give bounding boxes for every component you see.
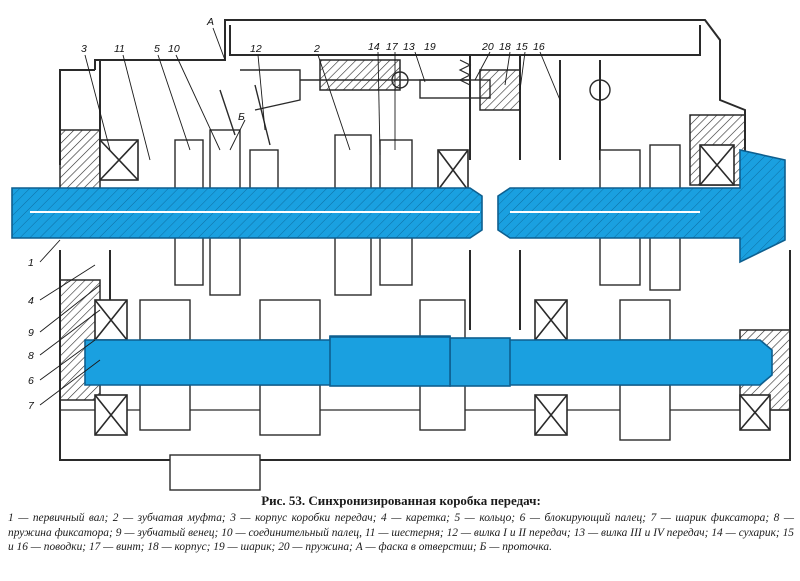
label-A: А: [206, 16, 214, 28]
legend-item: 8 — пружина фиксатора;: [8, 512, 795, 539]
countershaft-gears: [139, 299, 671, 491]
label-1: 1: [28, 257, 34, 269]
label-2: 2: [313, 43, 320, 55]
legend-item: 18 — корпус;: [147, 541, 211, 554]
legend-item: 4 — каретка;: [381, 512, 450, 524]
label-4: 4: [28, 295, 34, 307]
label-B: Б: [238, 111, 245, 123]
shift-mechanism: [219, 59, 611, 146]
legend-item: 12 — вилка I и II передач;: [446, 526, 571, 539]
label-8: 8: [28, 350, 34, 362]
legend-item: 13 — вилка III и IV передач;: [573, 526, 709, 539]
label-16: 16: [533, 41, 545, 53]
leader-lines: [39, 27, 561, 406]
primary-shaft: [11, 187, 483, 239]
figure-legend: 1 — первичный вал; 2 — зубчатая муфта; 3…: [8, 511, 794, 555]
label-14: 14: [368, 41, 380, 53]
legend-item: 19 — шарик;: [213, 541, 276, 554]
legend-item: 9 — зубчатый венец;: [115, 526, 219, 539]
label-19: 19: [424, 41, 436, 53]
legend-item: 15 и 16 — поводки;: [8, 526, 794, 554]
label-20: 20: [481, 41, 494, 53]
figure-title: Рис. 53. Синхронизированная коробка пере…: [261, 493, 541, 508]
main-shaft-gears: [174, 129, 681, 296]
secondary-shaft: [497, 149, 786, 264]
legend-item: 7 — шарик фиксатора;: [650, 512, 770, 524]
figure-caption: Рис. 53. Синхронизированная коробка пере…: [8, 493, 794, 555]
legend-item: 14 — сухарик;: [711, 526, 780, 539]
legend-item: 17 — винт;: [88, 541, 145, 554]
label-12: 12: [250, 43, 262, 55]
legend-item: 1 — первичный вал;: [8, 512, 109, 524]
legend-item: 6 — блокирующий палец;: [519, 512, 647, 524]
label-15: 15: [516, 41, 528, 53]
label-3: 3: [81, 43, 87, 55]
label-9: 9: [28, 327, 34, 339]
label-11: 11: [114, 43, 125, 55]
legend-item: Б — проточка.: [479, 541, 552, 554]
label-5: 5: [154, 43, 160, 55]
legend-item: 20 — пружина;: [278, 541, 353, 554]
intermediate-shaft: [84, 335, 773, 387]
label-6: 6: [28, 375, 34, 387]
legend-item: А — фаска в отверстии;: [355, 541, 477, 554]
label-10: 10: [168, 43, 180, 55]
legend-item: 11 — шестерня;: [364, 526, 444, 539]
label-13: 13: [403, 41, 415, 53]
gearbox-cross-section-drawing: 3 11 5 10 А 12 2 14 17 13 19 20 18 15 16…: [11, 16, 791, 491]
label-7: 7: [28, 400, 35, 412]
bearings: [94, 139, 771, 436]
legend-item: 10 — соединительный палец,: [221, 526, 362, 539]
callout-labels: 3 11 5 10 А 12 2 14 17 13 19 20 18 15 16…: [28, 16, 545, 412]
legend-item: 3 — корпус коробки передач;: [230, 512, 377, 524]
label-17: 17: [386, 41, 399, 53]
legend-item: 5 — кольцо;: [454, 512, 516, 524]
label-18: 18: [499, 41, 511, 53]
legend-item: 2 — зубчатая муфта;: [112, 512, 226, 524]
